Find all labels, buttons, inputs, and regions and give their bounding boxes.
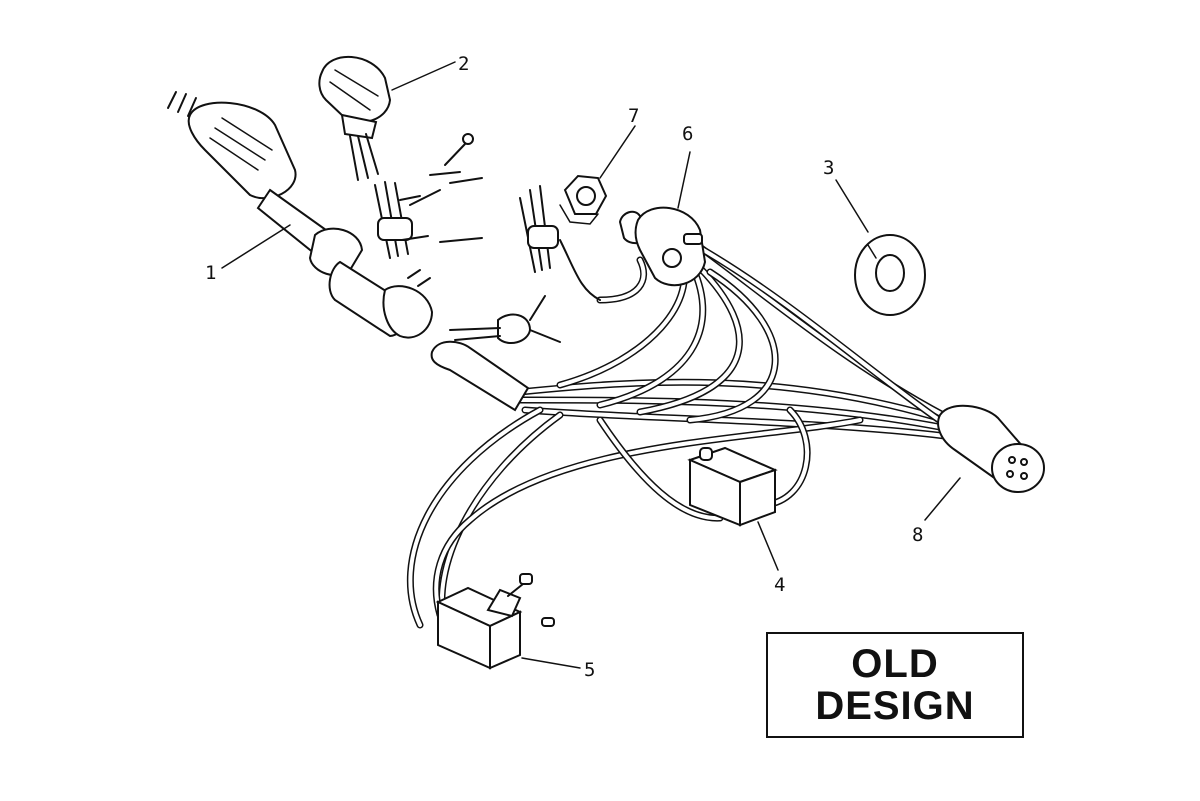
callout-2: 2 bbox=[458, 53, 469, 75]
part-8-round-connector bbox=[937, 404, 1045, 493]
callout-7: 7 bbox=[628, 105, 639, 127]
leader-8 bbox=[924, 477, 961, 521]
callout-5: 5 bbox=[584, 659, 595, 681]
callout-1: 1 bbox=[205, 262, 216, 284]
wire-cluster-middle bbox=[430, 185, 601, 412]
part-2-connector bbox=[318, 56, 483, 259]
leader-2 bbox=[391, 61, 456, 91]
part-3-grommet bbox=[854, 234, 926, 316]
callout-leaders bbox=[221, 61, 961, 669]
part-6-receptacle bbox=[618, 206, 707, 287]
part-7-hex-nut bbox=[559, 174, 608, 225]
part-1-plug-connector bbox=[167, 91, 434, 339]
old-design-badge: OLD DESIGN bbox=[766, 632, 1024, 738]
leader-7 bbox=[599, 125, 636, 179]
callout-6: 6 bbox=[682, 123, 693, 145]
badge-line-1: OLD bbox=[851, 642, 939, 686]
badge-line-2: DESIGN bbox=[815, 684, 975, 728]
leader-4 bbox=[757, 521, 779, 571]
leader-5 bbox=[521, 657, 581, 669]
callout-4: 4 bbox=[774, 574, 785, 596]
leader-3 bbox=[835, 179, 869, 233]
callout-numbers: 1 2 3 4 5 6 7 8 bbox=[205, 53, 923, 681]
part-4-module bbox=[687, 446, 778, 527]
callout-3: 3 bbox=[823, 157, 834, 179]
leader-1 bbox=[221, 224, 291, 269]
leader-6 bbox=[677, 151, 691, 209]
callout-8: 8 bbox=[912, 524, 923, 546]
part-5-switch bbox=[435, 573, 555, 670]
